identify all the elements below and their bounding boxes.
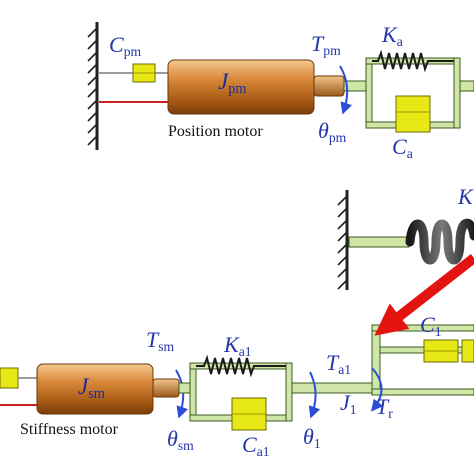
bottom-ca1-label: Ca1 (242, 432, 270, 459)
top-tpm-label: Tpm (311, 31, 341, 58)
bottom-k-label: K (458, 184, 473, 209)
top-theta-pm-label: θpm (318, 118, 347, 145)
bottom-tr-label: Tr (376, 394, 393, 421)
bottom-ta1-label: Ta1 (326, 350, 352, 377)
bottom-left-damper (0, 367, 19, 389)
top-ka-label: Ka (382, 22, 403, 49)
bottom-large-spring (405, 218, 474, 265)
top-motor-caption: Position motor (168, 123, 263, 140)
bottom-motor-label: Jsm (78, 374, 105, 402)
top-motor-label: Jpm (218, 69, 247, 97)
top-motor-shaft (313, 75, 345, 97)
bottom-motor-shaft (152, 378, 180, 398)
bottom-ground-wall (337, 190, 349, 290)
top-torque-arrow (339, 65, 352, 115)
bottom-ka1-label: Ka1 (224, 332, 252, 359)
bottom-motor-caption: Stiffness motor (20, 421, 118, 438)
top-ca-label: Ca (392, 134, 413, 161)
bottom-j1-label: J1 (340, 390, 357, 417)
top-damper-ca (395, 95, 431, 133)
bottom-tsm-label: Tsm (146, 327, 175, 354)
top-spring-ka (372, 49, 454, 73)
bottom-c1-label: C1 (420, 312, 442, 339)
top-cpm-label: Cpm (109, 32, 142, 59)
bottom-wall-rod (348, 236, 410, 248)
top-ground-wall (87, 22, 99, 150)
bottom-spring-ka1 (196, 354, 286, 378)
bottom-theta1-label: θ1 (303, 424, 321, 451)
bottom-theta-sm-label: θsm (167, 426, 194, 453)
bottom-red-force-arrow (374, 254, 474, 336)
bottom-reaction-torque-arrow (371, 367, 384, 412)
bottom-joint-torque-arrow (308, 371, 321, 419)
